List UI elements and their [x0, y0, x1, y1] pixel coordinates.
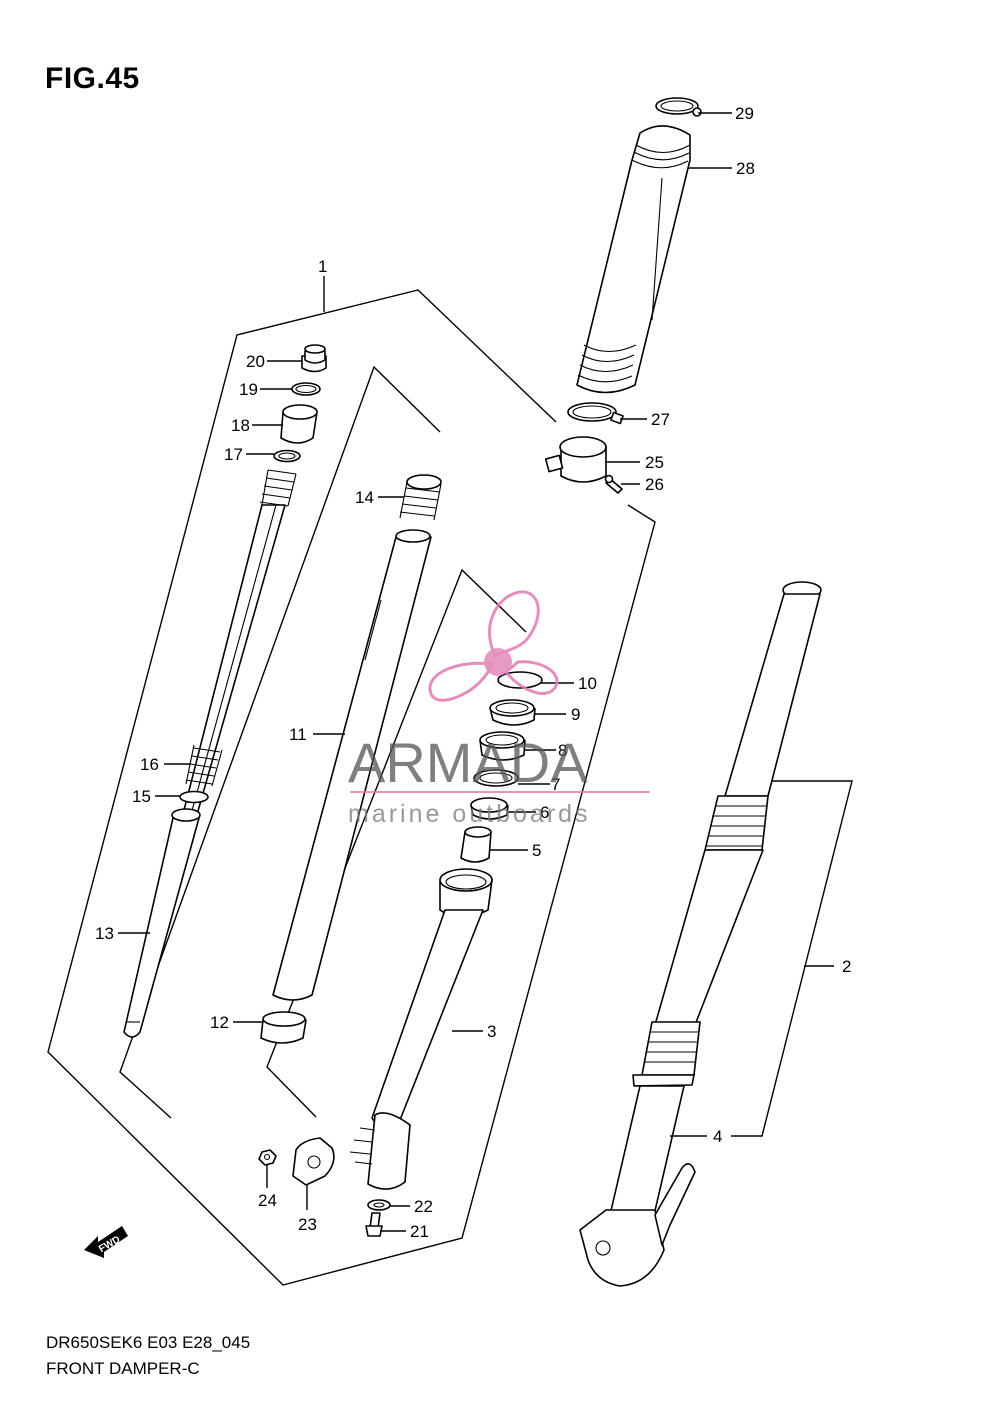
callout-11: 11 — [289, 725, 307, 744]
propeller-logo-icon — [428, 590, 559, 702]
callout-5: 5 — [532, 841, 541, 860]
callout-7: 7 — [551, 775, 560, 794]
callout-leaders — [118, 112, 834, 1232]
callout-9: 9 — [571, 705, 580, 724]
part-lower-leg-4 — [579, 1163, 696, 1287]
part-seal-8 — [479, 731, 526, 761]
callout-27: 27 — [651, 410, 670, 429]
part-boot-28 — [576, 125, 691, 394]
inner-bracket-a — [119, 365, 441, 1119]
part-spring-upper — [259, 469, 297, 507]
part-clamp-29 — [655, 97, 702, 117]
part-damper-rod-13 — [123, 504, 286, 1038]
callout-1: 1 — [318, 257, 327, 276]
part-washer-7 — [473, 769, 519, 787]
part-spring-14 — [399, 474, 442, 521]
watermark-tagline: marine outboards — [348, 800, 591, 828]
callout-17: 17 — [224, 445, 243, 464]
callout-26: 26 — [645, 475, 664, 494]
part-bolt-21 — [365, 1212, 383, 1237]
callout-19: 19 — [239, 380, 258, 399]
callout-8: 8 — [558, 741, 567, 760]
fwd-label: FWD — [97, 1234, 122, 1255]
callout-labels: 1 2 3 4 5 6 7 8 9 10 11 12 13 14 15 16 1… — [95, 104, 851, 1241]
watermark: ARMADA marine outboards — [348, 590, 650, 828]
callout-21: 21 — [410, 1222, 429, 1241]
part-seal-9 — [489, 699, 536, 726]
part-bushing-6 — [470, 797, 509, 820]
callout-29: 29 — [735, 104, 754, 123]
watermark-brand: ARMADA — [348, 731, 588, 794]
part-screw-26 — [604, 474, 623, 494]
figure-title: FIG.45 — [45, 62, 140, 95]
part-washer-22 — [367, 1199, 391, 1211]
part-outer-tube-3 — [349, 868, 493, 1190]
assembly-outline — [47, 289, 656, 1286]
part-clamp-23 — [292, 1137, 335, 1186]
callout-16: 16 — [140, 755, 159, 774]
callout-25: 25 — [645, 453, 664, 472]
fwd-direction-badge: FWD — [84, 1226, 128, 1258]
part-collar-25 — [544, 436, 607, 483]
callout-23: 23 — [298, 1215, 317, 1234]
callout-18: 18 — [231, 416, 250, 435]
part-ring-15 — [179, 790, 209, 804]
callout-14: 14 — [355, 488, 374, 507]
callout-24: 24 — [258, 1191, 277, 1210]
callout-2: 2 — [842, 957, 851, 976]
callout-28: 28 — [736, 159, 755, 178]
part-nut-24 — [258, 1149, 277, 1166]
callout-20: 20 — [246, 352, 265, 371]
part-bushing-12 — [260, 1011, 307, 1044]
footer-caption: FRONT DAMPER-C — [46, 1359, 200, 1378]
part-washer-17 — [273, 449, 301, 463]
part-inner-tube-11 — [272, 529, 432, 1001]
part-spacer-18 — [280, 404, 318, 444]
callout-13: 13 — [95, 924, 114, 943]
callout-6: 6 — [540, 803, 549, 822]
bracket-part-2 — [731, 780, 853, 1137]
callout-15: 15 — [132, 787, 151, 806]
callout-3: 3 — [487, 1022, 496, 1041]
part-collar-5 — [460, 826, 492, 863]
part-fork-assembly-2 — [609, 581, 822, 1216]
part-clamp-27 — [567, 402, 624, 425]
footer-model-code: DR650SEK6 E03 E28_045 — [46, 1333, 251, 1352]
callout-10: 10 — [578, 674, 597, 693]
callout-4: 4 — [713, 1127, 722, 1146]
part-cap-bolt-20 — [301, 344, 327, 373]
inner-bracket-b — [266, 568, 527, 1118]
callout-22: 22 — [414, 1197, 433, 1216]
callout-12: 12 — [210, 1013, 229, 1032]
